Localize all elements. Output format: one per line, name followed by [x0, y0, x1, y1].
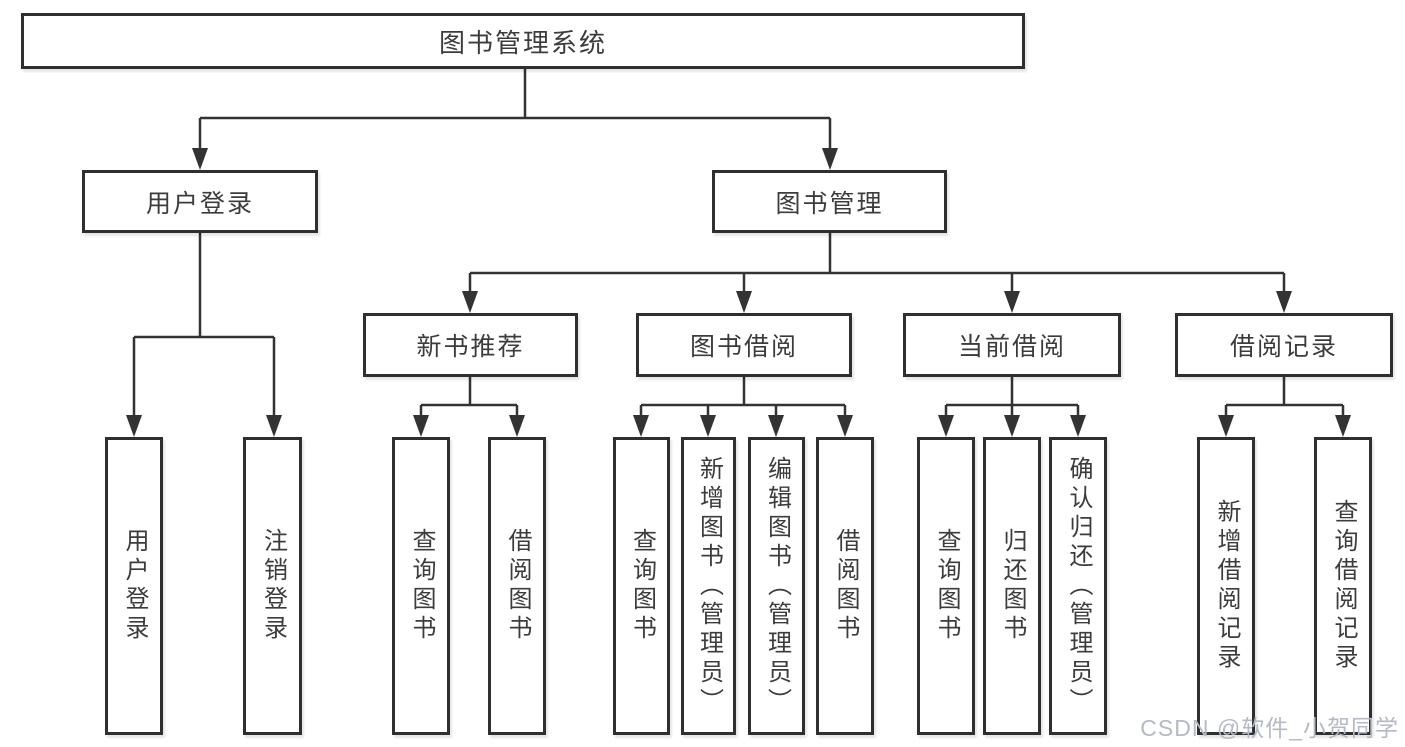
node-leaf-confirm-return-admin: 确认归还（管理员）	[1049, 437, 1107, 735]
leaf-label: 编辑图书（管理员）	[763, 455, 791, 717]
leaf-label: 借阅图书	[504, 528, 531, 644]
node-borrow-records: 借阅记录	[1175, 313, 1393, 377]
leaf-label: 查询图书	[408, 528, 435, 644]
leaf-label: 归还图书	[999, 528, 1026, 644]
connector-borrow-records-children	[1224, 377, 1345, 417]
arrowheads-level3	[462, 291, 1292, 313]
connector-user-login-children	[132, 233, 276, 417]
connector-new-book-children	[419, 377, 519, 417]
connector-book-management-children	[468, 233, 1286, 293]
node-leaf-borrow-books: 借阅图书	[816, 437, 874, 735]
leaf-label: 查询借阅记录	[1330, 499, 1357, 673]
leaf-label: 用户登录	[121, 528, 148, 644]
node-user-login: 用户登录	[82, 170, 318, 233]
node-leaf-logout: 注销登录	[243, 437, 302, 735]
connector-current-borrow-children	[944, 377, 1080, 417]
node-leaf-query-books-borrow: 查询图书	[613, 437, 670, 735]
node-leaf-user-login: 用户登录	[105, 437, 163, 735]
node-leaf-add-book-admin: 新增图书（管理员）	[681, 437, 736, 735]
node-book-management: 图书管理	[712, 170, 947, 233]
node-root: 图书管理系统	[21, 13, 1025, 69]
leaf-label: 新增图书（管理员）	[695, 455, 723, 717]
node-leaf-return-books: 归还图书	[983, 437, 1041, 735]
node-leaf-query-borrow-record: 查询借阅记录	[1314, 437, 1372, 735]
arrowheads-book-borrow-children	[633, 415, 853, 437]
node-leaf-edit-book-admin: 编辑图书（管理员）	[748, 437, 805, 735]
node-leaf-query-books-recommend: 查询图书	[392, 437, 450, 735]
node-new-book-recommend: 新书推荐	[363, 313, 578, 377]
leaf-label: 注销登录	[259, 528, 287, 644]
leaf-label: 查询图书	[933, 528, 960, 644]
node-book-borrow: 图书借阅	[636, 313, 852, 377]
arrowheads-user-login-children	[126, 415, 282, 437]
arrowheads-current-borrow-children	[938, 415, 1086, 437]
watermark: CSDN @软件_小贺同学	[1140, 715, 1399, 741]
node-leaf-borrow-books-recommend: 借阅图书	[488, 437, 546, 735]
leaf-label: 新增借阅记录	[1213, 499, 1240, 673]
connector-root-to-level2	[198, 69, 832, 150]
connector-book-borrow-children	[639, 377, 847, 417]
leaf-label: 查询图书	[628, 528, 656, 644]
arrowheads-new-book-children	[413, 415, 525, 437]
node-leaf-add-borrow-record: 新增借阅记录	[1197, 437, 1255, 735]
arrowheads-level2	[192, 148, 838, 170]
node-current-borrow: 当前借阅	[903, 313, 1121, 377]
leaf-label: 确认归还（管理员）	[1065, 455, 1092, 717]
node-leaf-query-books-current: 查询图书	[917, 437, 975, 735]
leaf-label: 借阅图书	[832, 528, 859, 644]
arrowheads-borrow-records-children	[1218, 415, 1351, 437]
